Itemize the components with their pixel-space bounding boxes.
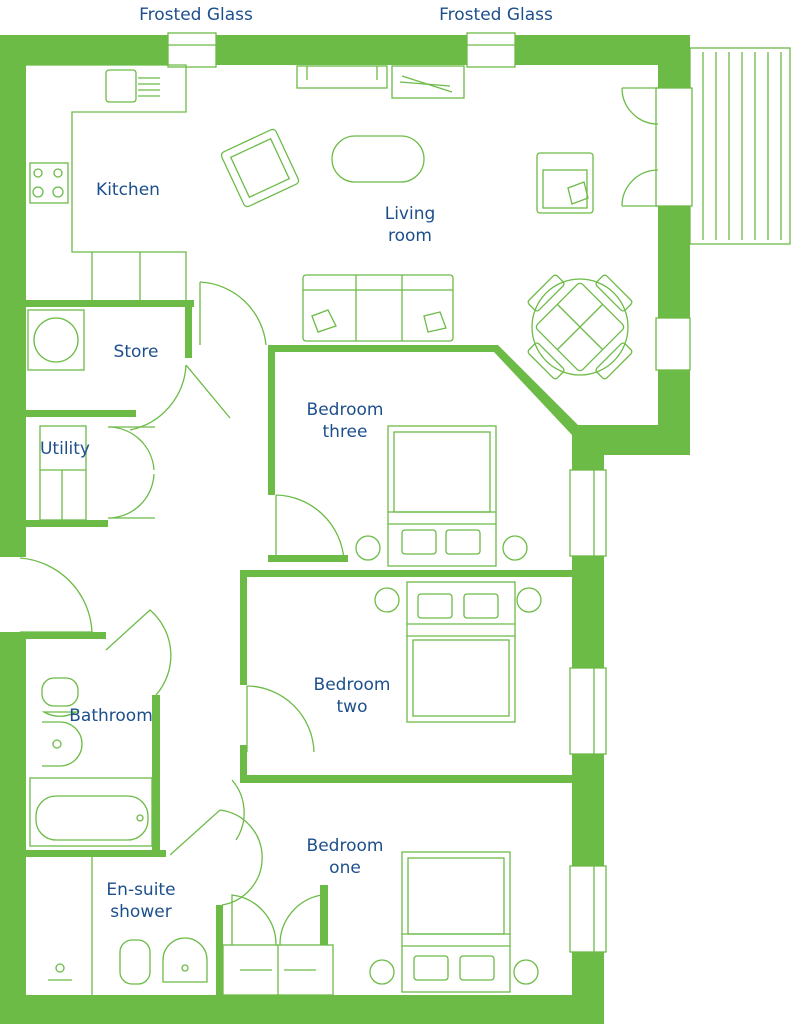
window-living-side (655, 317, 691, 371)
bedroom-three-furniture (275, 425, 528, 567)
kitchen-fixtures (26, 64, 187, 300)
windows (167, 32, 691, 953)
window-bedroom-two (569, 667, 607, 755)
window-frosted-right (466, 32, 516, 68)
bathroom-fixtures (19, 557, 263, 906)
label-ensuite-line2: shower (110, 902, 171, 922)
window-bedroom-one (569, 865, 607, 953)
label-bedroom-three-line2: three (323, 422, 368, 442)
label-utility: Utility (40, 439, 90, 459)
window-frosted-left (167, 32, 217, 68)
label-bedroom-one-line2: one (329, 858, 361, 878)
label-bedroom-two-line1: Bedroom (314, 675, 391, 695)
store-utility-fixtures (27, 281, 267, 521)
ensuite-fixtures (48, 857, 208, 995)
living-furniture (220, 65, 633, 380)
bedroom-one-furniture (222, 851, 539, 996)
window-bedroom-three (569, 469, 607, 557)
label-frosted-glass-left: Frosted Glass (139, 5, 253, 25)
label-living-line2: room (388, 226, 432, 246)
label-living-line1: Living (385, 204, 436, 224)
label-bathroom: Bathroom (69, 706, 153, 726)
bedroom-two-furniture (246, 581, 542, 753)
balcony (621, 47, 791, 245)
label-frosted-glass-right: Frosted Glass (439, 5, 553, 25)
label-ensuite-line1: En-suite (106, 880, 175, 900)
label-store: Store (114, 342, 159, 362)
label-bedroom-two-line2: two (337, 697, 368, 717)
label-bedroom-three-line1: Bedroom (307, 400, 384, 420)
label-bedroom-one-line1: Bedroom (307, 836, 384, 856)
label-kitchen: Kitchen (96, 180, 160, 200)
room-labels: Frosted Glass Frosted Glass Kitchen Livi… (40, 5, 553, 922)
